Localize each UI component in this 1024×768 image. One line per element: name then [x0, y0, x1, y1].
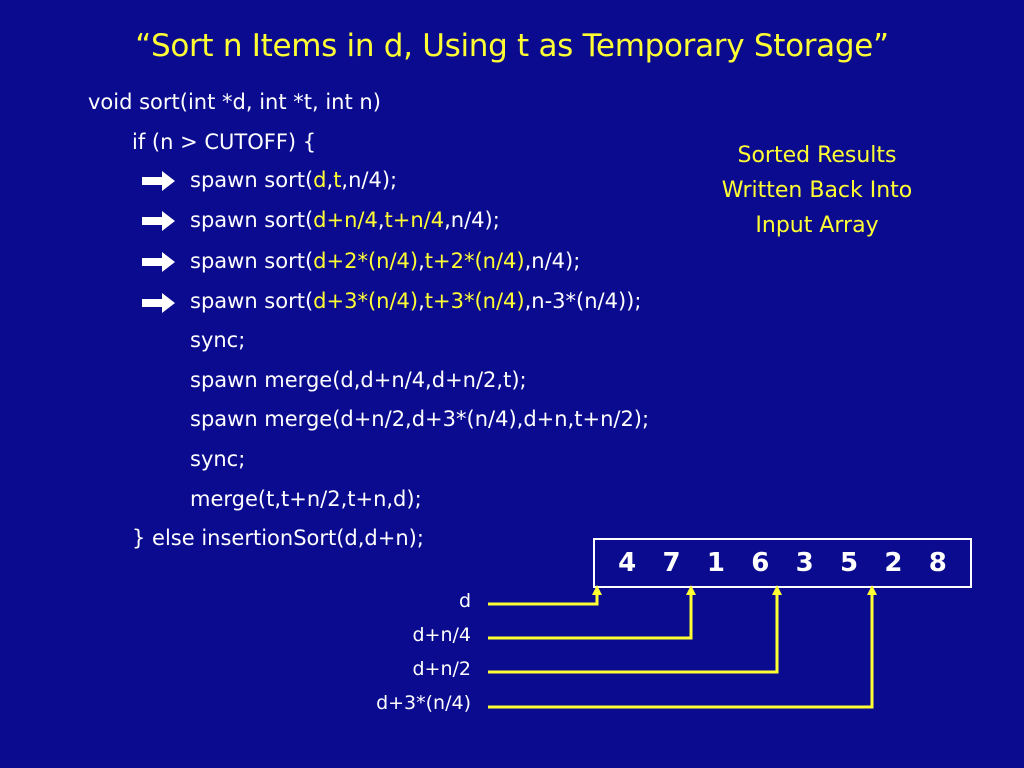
code-line-sync-2: sync;: [190, 447, 246, 471]
pointer-line-d-n-4: [488, 593, 693, 640]
pointer-arrowhead: [772, 585, 782, 595]
array-cell: 6: [751, 548, 770, 578]
code-arg-t: t: [333, 168, 342, 192]
code-line-else: } else insertionSort(d,d+n);: [132, 526, 424, 550]
array-cell: 2: [884, 548, 903, 578]
array-box: 4 7 1 6 3 5 2 8: [593, 538, 972, 588]
array-cell: 1: [706, 548, 725, 578]
side-note-line: Written Back Into: [721, 178, 913, 203]
code-arg-d: d+n/4: [313, 208, 378, 232]
code-text: ,n/4);: [524, 249, 581, 273]
code-text: spawn sort(: [190, 249, 314, 273]
code-arg-t: t+2*(n/4): [424, 249, 525, 273]
code-line-spawn-merge-1: spawn merge(d,d+n/4,d+n/2,t);: [190, 368, 527, 392]
right-arrow-icon: [142, 293, 175, 313]
side-note-line: Sorted Results: [737, 143, 897, 168]
array-cell: 4: [618, 548, 637, 578]
pointer-line-d: [488, 593, 599, 606]
code-line-spawn-sort-2: spawn sort(d+n/4,t+n/4,n/4);: [190, 207, 500, 233]
pointer-label-d-n-2: d+n/2: [412, 658, 471, 680]
code-arg-d: d+3*(n/4): [313, 289, 419, 313]
code-text: ,: [377, 208, 385, 232]
pointer-line-d-n-2: [488, 593, 779, 674]
array-cell: 7: [662, 548, 681, 578]
right-arrow-icon: [142, 252, 175, 272]
code-text: spawn sort(: [190, 289, 314, 313]
code-text: ,n/4);: [341, 168, 398, 192]
code-line-spawn-sort-1: spawn sort(d,t,n/4);: [190, 167, 397, 193]
code-arg-t: t+3*(n/4): [424, 289, 525, 313]
pointer-arrowhead: [867, 585, 877, 595]
code-text: spawn sort(: [190, 208, 314, 232]
code-text: ,n-3*(n/4));: [524, 289, 642, 313]
slide-title: “Sort n Items in d, Using t as Temporary…: [135, 28, 889, 64]
code-text: spawn sort(: [190, 168, 314, 192]
pointer-label-d-n-4: d+n/4: [412, 624, 471, 646]
pointer-label-d: d: [458, 590, 471, 612]
code-line-spawn-merge-2: spawn merge(d+n/2,d+3*(n/4),d+n,t+n/2);: [190, 407, 650, 431]
code-text: ,: [418, 249, 425, 273]
code-text: ,: [326, 168, 334, 192]
pointer-arrowhead: [592, 585, 602, 595]
code-arg-d: d: [313, 168, 327, 192]
pointer-label-d-3n-4: d+3*(n/4): [376, 692, 471, 714]
right-arrow-icon: [142, 211, 175, 231]
code-arg-d: d+2*(n/4): [313, 249, 419, 273]
array-cell: 5: [840, 548, 859, 578]
pointer-arrowhead: [686, 585, 696, 595]
side-note-line: Input Array: [755, 213, 879, 238]
pointer-line-d-3n-4: [488, 593, 874, 709]
code-line-if: if (n > CUTOFF) {: [132, 130, 317, 154]
code-line-merge: merge(t,t+n/2,t+n,d);: [190, 487, 422, 511]
code-text: ,n/4);: [444, 208, 500, 232]
code-line-signature: void sort(int *d, int *t, int n): [88, 90, 381, 114]
right-arrow-icon: [142, 171, 175, 191]
array-cell: 8: [928, 548, 947, 578]
code-line-spawn-sort-4: spawn sort(d+3*(n/4),t+3*(n/4),n-3*(n/4)…: [190, 288, 641, 314]
side-note: Sorted Results Written Back Into Input A…: [686, 138, 948, 243]
code-line-sync-1: sync;: [190, 328, 246, 352]
code-line-spawn-sort-3: spawn sort(d+2*(n/4),t+2*(n/4),n/4);: [190, 248, 580, 274]
code-arg-t: t+n/4: [384, 208, 445, 232]
array-cell: 3: [795, 548, 814, 578]
code-text: ,: [418, 289, 425, 313]
